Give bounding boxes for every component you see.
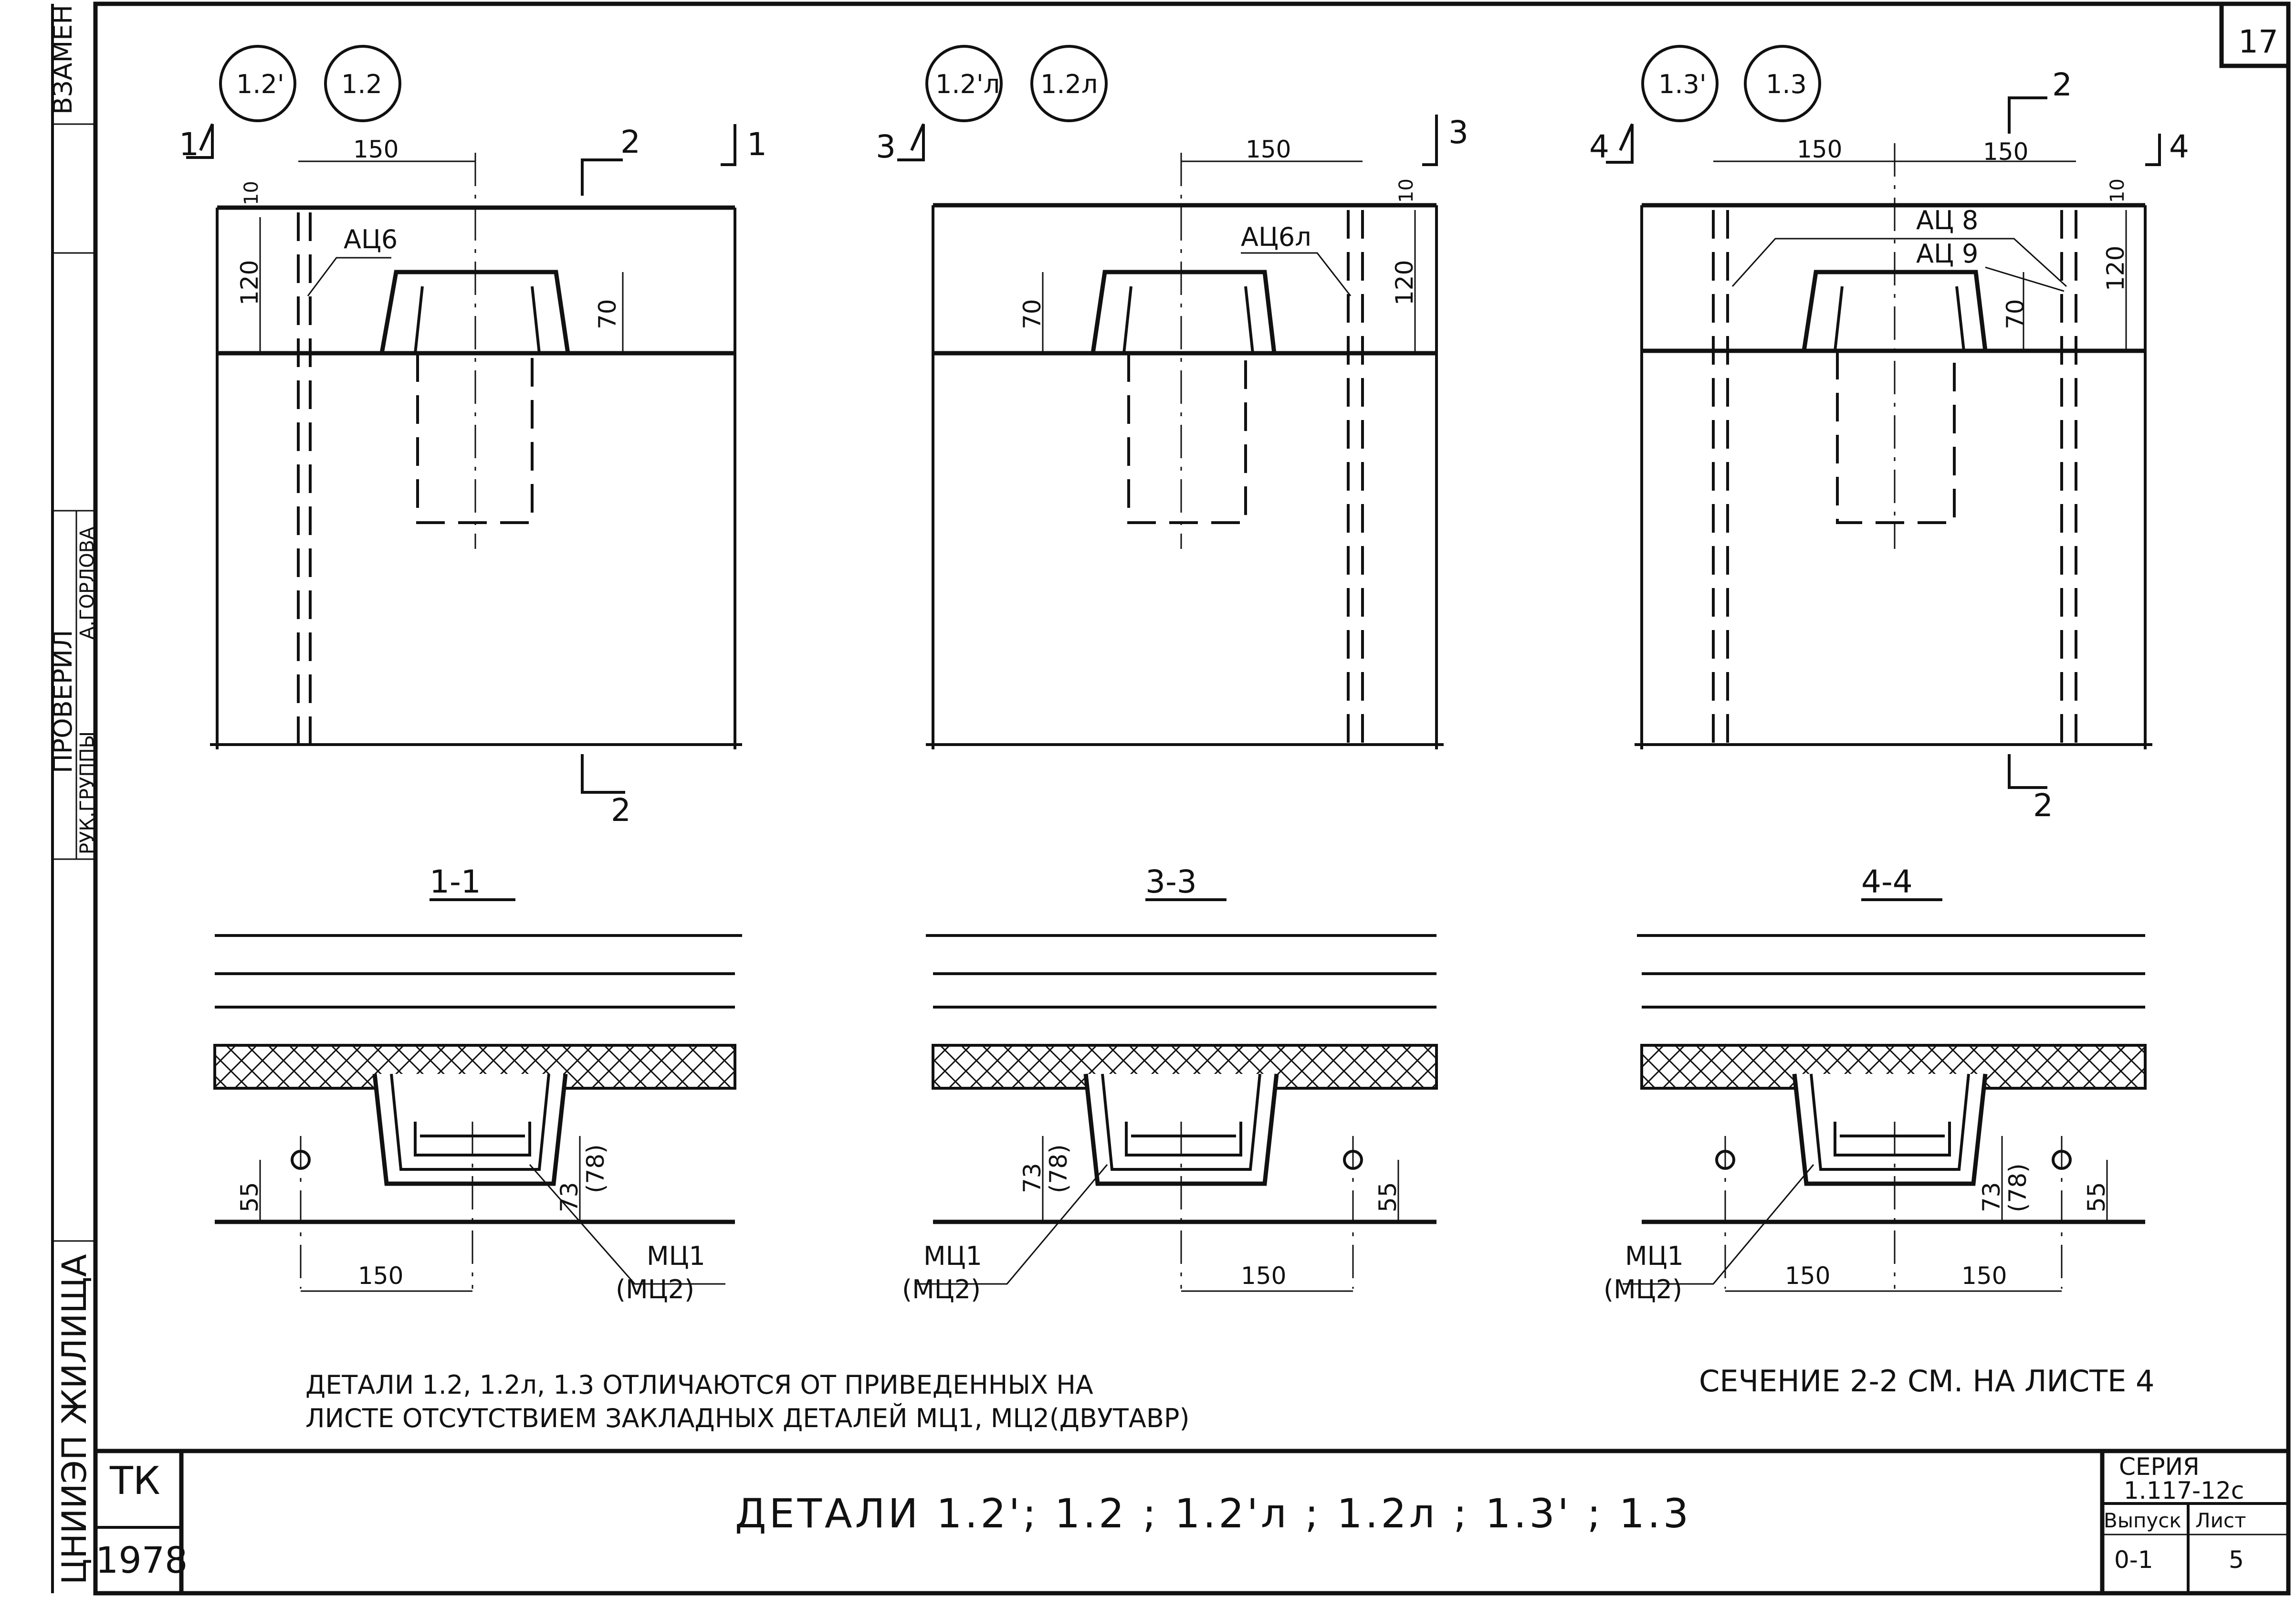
badge-1b: 1.2 [341, 69, 382, 99]
dim-55-3: 55 [2083, 1182, 2110, 1212]
mc1-1: МЦ1 [647, 1241, 705, 1271]
section-4-4: 4-4 73 (78) 55 150 150 МЦ1 (МЦ2) [1604, 863, 2147, 1304]
section-title-3: 4-4 [1861, 863, 1913, 900]
plan-detail-2: 1.2'л 1.2л 150 10 120 70 АЦ6л 3 3 [876, 45, 1468, 749]
dim-73-3: 73 [1978, 1182, 2005, 1212]
mc1-3: МЦ1 [1625, 1241, 1684, 1271]
cut-bottom-3: 2 [2033, 787, 2053, 824]
cut-top-1: 2 [620, 124, 640, 160]
plan-detail-1: 1.2' 1.2 150 10 120 70 АЦ6 1 1 2 2 [179, 45, 767, 829]
issue-label: Выпуск [2104, 1509, 2181, 1532]
badge-2a: 1.2'л [935, 69, 1000, 99]
section-1-1: 1-1 55 73 (78) 150 МЦ1 (МЦ2) [213, 863, 742, 1304]
badge-3a: 1.3' [1658, 69, 1707, 99]
dim-73-2: 73 [1018, 1163, 1046, 1193]
section-3-3: 3-3 73 (78) 55 150 МЦ1 (МЦ2) [902, 863, 1438, 1304]
dim-150-3b: 150 [1983, 138, 2028, 166]
mc2-1: (МЦ2) [616, 1274, 694, 1304]
dim-150-s1: 150 [358, 1262, 403, 1290]
note-2: СЕЧЕНИЕ 2-2 СМ. НА ЛИСТЕ 4 [1699, 1364, 2154, 1398]
dim-78-3: (78) [2004, 1163, 2032, 1212]
drawing-title: ДЕТАЛИ 1.2'; 1.2 ; 1.2'л ; 1.2л ; 1.3' ;… [735, 1490, 1691, 1537]
dim-150-3a: 150 [1797, 136, 1842, 163]
section-title-2: 3-3 [1145, 863, 1197, 900]
margin-head: РУК.ГРУППЫ [76, 731, 98, 854]
section-title-1: 1-1 [430, 863, 481, 900]
leader-3a: АЦ 8 [1916, 205, 1978, 235]
page-value: 5 [2229, 1546, 2244, 1574]
notes: ДЕТАЛИ 1.2, 1.2л, 1.3 ОТЛИЧАЮТСЯ ОТ ПРИВ… [305, 1364, 2154, 1433]
note-1-line-2: ЛИСТЕ ОТСУТСТВИЕМ ЗАКЛАДНЫХ ДЕТАЛЕЙ МЦ1,… [305, 1403, 1190, 1433]
margin-checked: ПРОВЕРИЛ [48, 630, 78, 773]
margin-vzamen: ВЗАМЕН [48, 5, 78, 115]
dim-120-1: 120 [236, 260, 263, 305]
dim-10-3: 10 [2107, 179, 2128, 203]
dim-150-s3a: 150 [1785, 1262, 1830, 1290]
badge-2b: 1.2л [1040, 69, 1098, 99]
dim-150-1: 150 [353, 136, 398, 163]
dim-78-1: (78) [582, 1144, 609, 1193]
cut-right-2: 3 [1448, 114, 1468, 151]
dim-70-3: 70 [2002, 299, 2029, 329]
org-code: ТК [109, 1459, 160, 1503]
series-label: СЕРИЯ [2119, 1453, 2200, 1481]
dim-70-1: 70 [594, 299, 621, 329]
dim-78-2: (78) [1045, 1144, 1072, 1193]
dim-10-2: 10 [1395, 179, 1417, 203]
cut-bottom-1: 2 [611, 792, 631, 829]
sheet-frame [93, 1, 2291, 1596]
cut-left-1: 1 [179, 126, 199, 163]
margin-institute: ЦНИИЭП ЖИЛИЩА [55, 1254, 94, 1585]
dim-120-2: 120 [1391, 260, 1418, 305]
dim-73-1: 73 [556, 1182, 583, 1212]
dim-55-1: 55 [236, 1182, 263, 1212]
mc2-3: (МЦ2) [1604, 1274, 1682, 1304]
dim-55-2: 55 [1374, 1182, 1402, 1212]
dim-120-3: 120 [2102, 246, 2129, 291]
series-value: 1.117-12с [2124, 1477, 2244, 1504]
cut-left-3: 4 [1589, 128, 1609, 165]
note-1-line-1: ДЕТАЛИ 1.2, 1.2л, 1.3 ОТЛИЧАЮТСЯ ОТ ПРИВ… [305, 1370, 1093, 1400]
year: 1978 [95, 1539, 188, 1581]
margin-author: А.ГОРЛОВА [76, 526, 98, 640]
leader-1: АЦ6 [344, 224, 398, 254]
plan-detail-3: 1.3' 1.3 150 150 10 120 70 АЦ 8 АЦ 9 4 4… [1589, 45, 2189, 824]
badge-1a: 1.2' [236, 69, 284, 99]
dim-70-2: 70 [1018, 299, 1046, 329]
cut-left-2: 3 [876, 128, 896, 165]
mc2-2: (МЦ2) [902, 1274, 981, 1304]
cut-top-3: 2 [2052, 66, 2072, 103]
left-margin-strip: ВЗАМЕН А.ГОРЛОВА РУК.ГРУППЫ ПРОВЕРИЛ ЦНИ… [48, 4, 98, 1593]
dim-150-s2: 150 [1241, 1262, 1286, 1290]
dim-10-1: 10 [241, 181, 262, 205]
dim-150-2: 150 [1246, 136, 1291, 163]
leader-2: АЦ6л [1241, 222, 1311, 252]
issue-value: 0-1 [2114, 1546, 2153, 1574]
cut-right-3: 4 [2169, 128, 2189, 165]
mc1-2: МЦ1 [923, 1241, 982, 1271]
page-label: Лист [2195, 1509, 2246, 1532]
cut-right-1: 1 [747, 126, 767, 163]
title-block: 17 ТК 1978 ДЕТАЛИ 1.2'; 1.2 ; 1.2'л ; 1.… [95, 23, 2278, 1581]
leader-3b: АЦ 9 [1916, 239, 1978, 269]
sheet-number: 17 [2238, 23, 2278, 60]
dim-150-s3b: 150 [1961, 1262, 2007, 1290]
badge-3b: 1.3 [1766, 69, 1807, 99]
